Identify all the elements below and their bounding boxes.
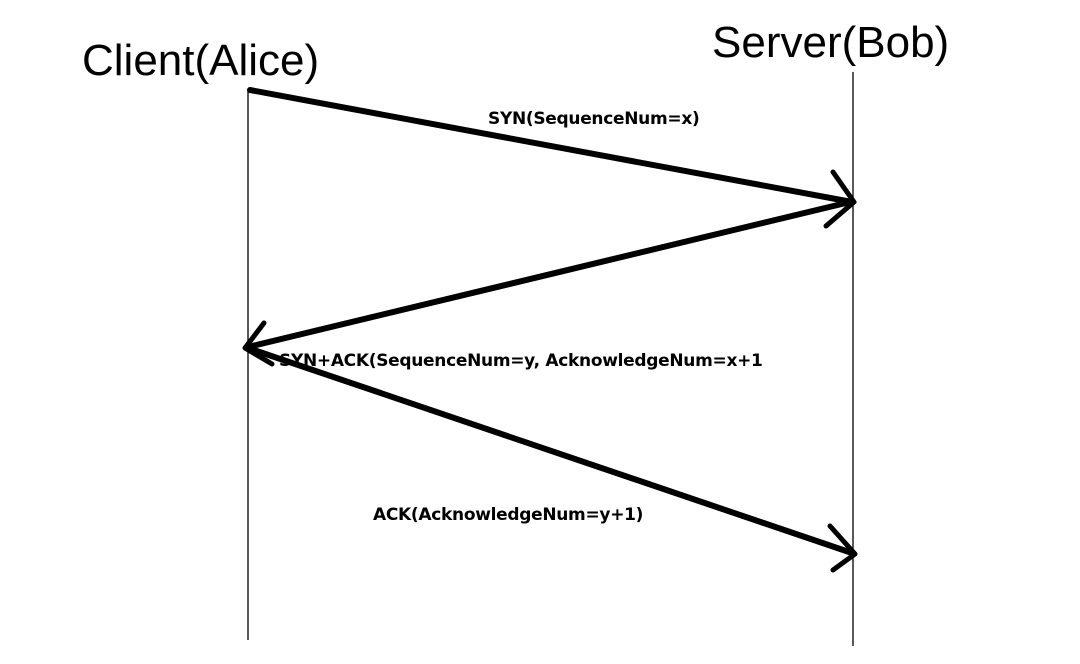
syn-label: SYN(SequenceNum=x) bbox=[488, 109, 699, 129]
message-syn: SYN(SequenceNum=x) bbox=[247, 87, 857, 229]
message-ack: ACK(AcknowledgeNum=y+1) bbox=[245, 345, 858, 573]
message-syn-ack: SYN+ACK(SequenceNum=y, AcknowledgeNum=x+… bbox=[242, 199, 853, 371]
syn-arrow-head bbox=[823, 169, 857, 229]
syn-arrow-line bbox=[247, 87, 855, 205]
ack-arrow-head bbox=[827, 523, 858, 573]
syn-ack-label: SYN+ACK(SequenceNum=y, AcknowledgeNum=x+… bbox=[279, 351, 763, 371]
server-title: Server(Bob) bbox=[712, 18, 949, 67]
ack-arrow-line bbox=[245, 345, 855, 556]
client-title: Client(Alice) bbox=[82, 36, 319, 85]
syn-ack-arrow-line bbox=[245, 199, 853, 350]
ack-label: ACK(AcknowledgeNum=y+1) bbox=[373, 505, 643, 525]
